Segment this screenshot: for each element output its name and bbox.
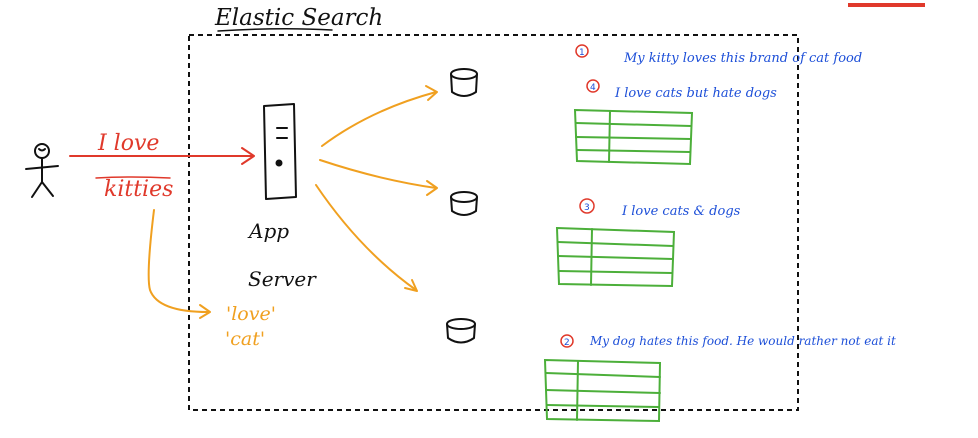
document-2-marker [560, 334, 574, 348]
query-underline [95, 176, 171, 179]
document-4-number: 4 [590, 83, 596, 93]
document-2-text: My dog hates this food. He would rather … [589, 334, 896, 348]
document-4: 4 I love cats but hate dogs [586, 79, 777, 101]
app-server-label-line-2: Server [248, 267, 317, 291]
document-1: 1 My kitty loves this brand of cat food [575, 44, 862, 66]
document-4-marker [586, 79, 600, 93]
document-4-text: I love cats but hate dogs [614, 86, 777, 101]
fanout-arrow-top [321, 85, 438, 147]
app-server-icon [263, 103, 297, 200]
token-cat: 'cat' [225, 328, 265, 350]
index-table-3 [543, 358, 662, 423]
fanout-arrow-bottom [315, 184, 418, 292]
document-2: 2 My dog hates this food. He would rathe… [560, 334, 896, 348]
shard-2-icon [450, 191, 478, 216]
cluster-title-underline [217, 27, 333, 32]
fanout-arrow-middle [319, 159, 438, 196]
document-2-number: 2 [564, 338, 570, 348]
document-1-marker [575, 44, 589, 58]
elastic-search-cluster [188, 34, 799, 411]
analyzer-arrow [147, 209, 211, 319]
query-arrow [69, 147, 255, 165]
index-table-1 [573, 108, 694, 166]
app-server-label-line-1: App [247, 219, 289, 243]
document-1-number: 1 [579, 48, 585, 58]
document-3-text: I love cats & dogs [621, 204, 741, 219]
document-3-number: 3 [584, 203, 590, 213]
document-3: 3 I love cats & dogs [579, 198, 741, 219]
index-table-2 [555, 226, 676, 288]
cluster-title: Elastic Search [214, 5, 383, 31]
query-line-2: kitties [104, 177, 173, 202]
token-love: 'love' [226, 303, 276, 325]
document-3-marker [579, 198, 595, 214]
user-figure [25, 143, 59, 198]
shard-3-icon [446, 318, 476, 344]
document-1-text: My kitty loves this brand of cat food [623, 51, 862, 66]
query-line-1: I love [97, 131, 159, 156]
shard-1-icon [450, 68, 478, 97]
